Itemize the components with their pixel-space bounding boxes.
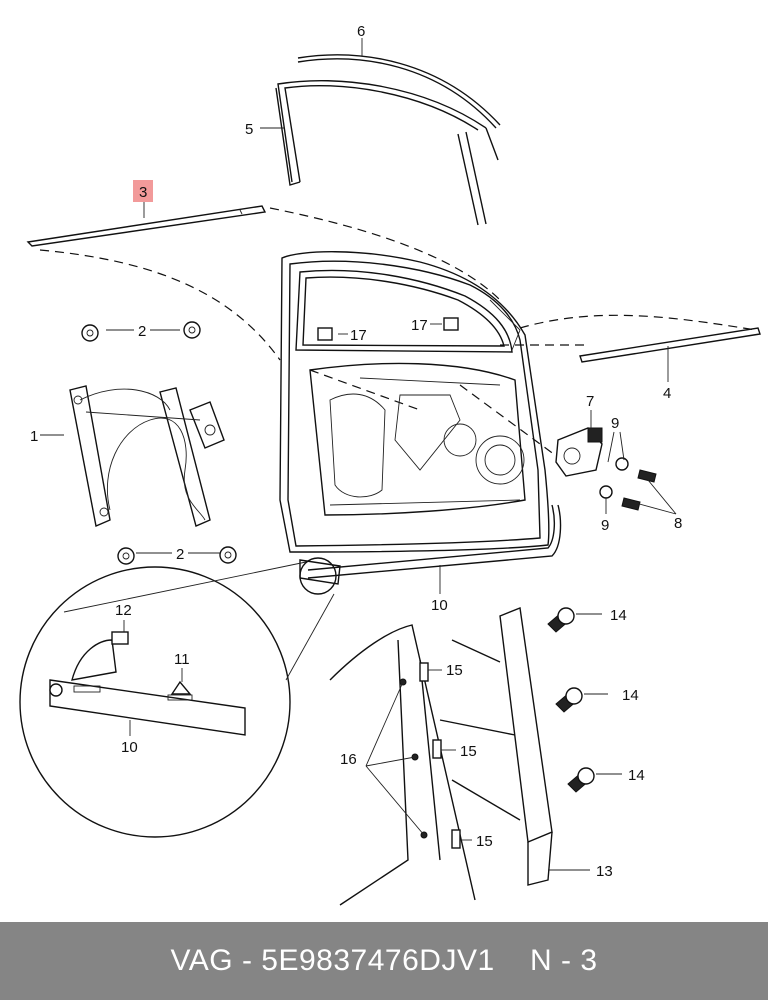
callout-2-top: 2 [138, 323, 146, 340]
part-3-inner-strip [26, 205, 267, 247]
part-4-outer-strip [579, 327, 761, 363]
footer-brand: VAG [170, 944, 234, 977]
callout-17-left: 17 [350, 327, 367, 344]
callout-15-bottom: 15 [476, 833, 493, 850]
parts-diagram: 6 5 3 2 2 1 17 17 4 7 9 9 8 10 12 11 10 … [19, 23, 761, 906]
part-number-footer: VAG - 5E9837476DJV1 N - 3 [0, 922, 768, 1000]
callout-14-bottom: 14 [628, 767, 645, 784]
callout-9-top: 9 [611, 415, 619, 432]
part-2-nuts [81, 321, 237, 565]
callout-6: 6 [357, 23, 365, 40]
callout-8: 8 [674, 515, 682, 532]
callout-13: 13 [596, 863, 613, 880]
footer-text: VAG - 5E9837476DJV1 N - 3 [170, 944, 597, 978]
callout-10-sill: 10 [431, 597, 448, 614]
footer-position-code: N - 3 [530, 944, 598, 977]
footer-separator: - [241, 944, 253, 977]
pillar-detail [329, 607, 595, 906]
callout-16: 16 [340, 751, 357, 768]
callout-12: 12 [115, 602, 132, 619]
callout-14-top: 14 [610, 607, 627, 624]
door-shell [279, 251, 550, 553]
callout-7: 7 [586, 393, 594, 410]
callout-5: 5 [245, 121, 253, 138]
part-17-clips [317, 317, 459, 341]
callout-10-detail: 10 [121, 739, 138, 756]
part-1-window-regulator [69, 385, 225, 527]
callout-15-top: 15 [446, 662, 463, 679]
footer-part-number: 5E9837476DJV1 [261, 944, 495, 977]
assembly-lines [39, 207, 757, 456]
callout-14-mid: 14 [622, 687, 639, 704]
callout-3-highlight [133, 180, 153, 202]
detail-circle [19, 557, 337, 838]
callout-3: 3 [139, 184, 147, 201]
part-8-9-fasteners [599, 457, 657, 511]
callout-1: 1 [30, 428, 38, 445]
part-5-window-channel [275, 80, 499, 226]
callout-4: 4 [663, 385, 671, 402]
callout-11: 11 [174, 651, 190, 668]
callouts: 6 5 3 2 2 1 17 17 4 7 9 9 8 10 12 11 10 … [30, 23, 682, 880]
callout-2-bottom: 2 [176, 546, 184, 563]
callout-15-mid: 15 [460, 743, 477, 760]
callout-9-bottom: 9 [601, 517, 609, 534]
callout-17-right: 17 [411, 317, 428, 334]
part-10-sill-seal [299, 504, 562, 585]
part-7-motor [555, 427, 603, 477]
part-6-outer-seal [297, 54, 501, 129]
leader-lines [40, 38, 677, 871]
